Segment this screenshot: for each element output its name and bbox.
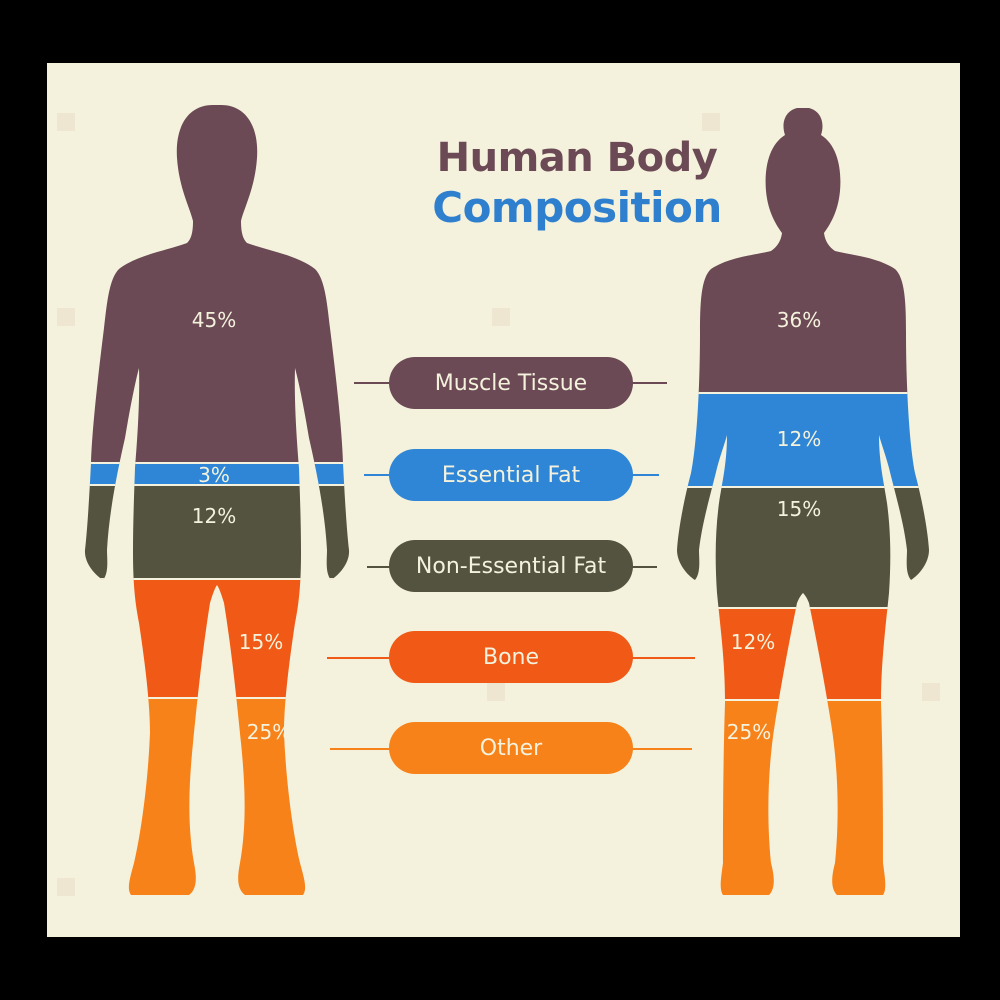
male-other-label: 25% [247, 720, 291, 744]
title-line-1: Human Body [436, 135, 718, 181]
female-other-region [677, 700, 929, 895]
legend-pill-muscle-tissue: Muscle Tissue [389, 357, 633, 409]
female-non-essential-fat-region [677, 487, 929, 608]
female-non-essential-fat-label: 15% [777, 497, 821, 521]
male-essential-fat-region [84, 463, 350, 485]
female-bone-label: 12% [731, 630, 775, 654]
watermark-mark [487, 683, 505, 701]
male-figure: 45% 3% 12% 15% 25% [84, 105, 350, 895]
female-bone-region [677, 608, 929, 700]
watermark-mark [492, 308, 510, 326]
female-figure: 36% 12% 15% 12% 25% [677, 108, 929, 895]
legend-label-other: Other [479, 735, 543, 761]
male-bone-label: 15% [239, 630, 283, 654]
female-other-label: 25% [727, 720, 771, 744]
legend-label-essential-fat: Essential Fat [441, 462, 581, 488]
legend-pill-essential-fat: Essential Fat [389, 449, 633, 501]
title-line-2: Composition [432, 183, 722, 232]
legend-pill-other: Other [389, 722, 633, 774]
watermark-mark [702, 113, 720, 131]
female-essential-fat-label: 12% [777, 427, 821, 451]
male-essential-fat-label: 3% [198, 463, 230, 487]
male-muscle-label: 45% [192, 308, 236, 332]
male-non-essential-fat-label: 12% [192, 504, 236, 528]
watermark-mark [57, 113, 75, 131]
infographic-panel: Human Body Composition 45% 3% 12% 15% 25… [47, 63, 960, 937]
female-muscle-label: 36% [777, 308, 821, 332]
watermark-mark [57, 878, 75, 896]
watermark-mark [57, 308, 75, 326]
legend-label-muscle-tissue: Muscle Tissue [434, 370, 588, 396]
watermark-mark [922, 683, 940, 701]
female-muscle-region [677, 108, 929, 393]
legend-label-non-essential-fat: Non-Essential Fat [415, 553, 607, 579]
legend-label-bone: Bone [482, 644, 540, 670]
legend-pill-bone: Bone [389, 631, 633, 683]
legend-pill-non-essential-fat: Non-Essential Fat [389, 540, 633, 592]
